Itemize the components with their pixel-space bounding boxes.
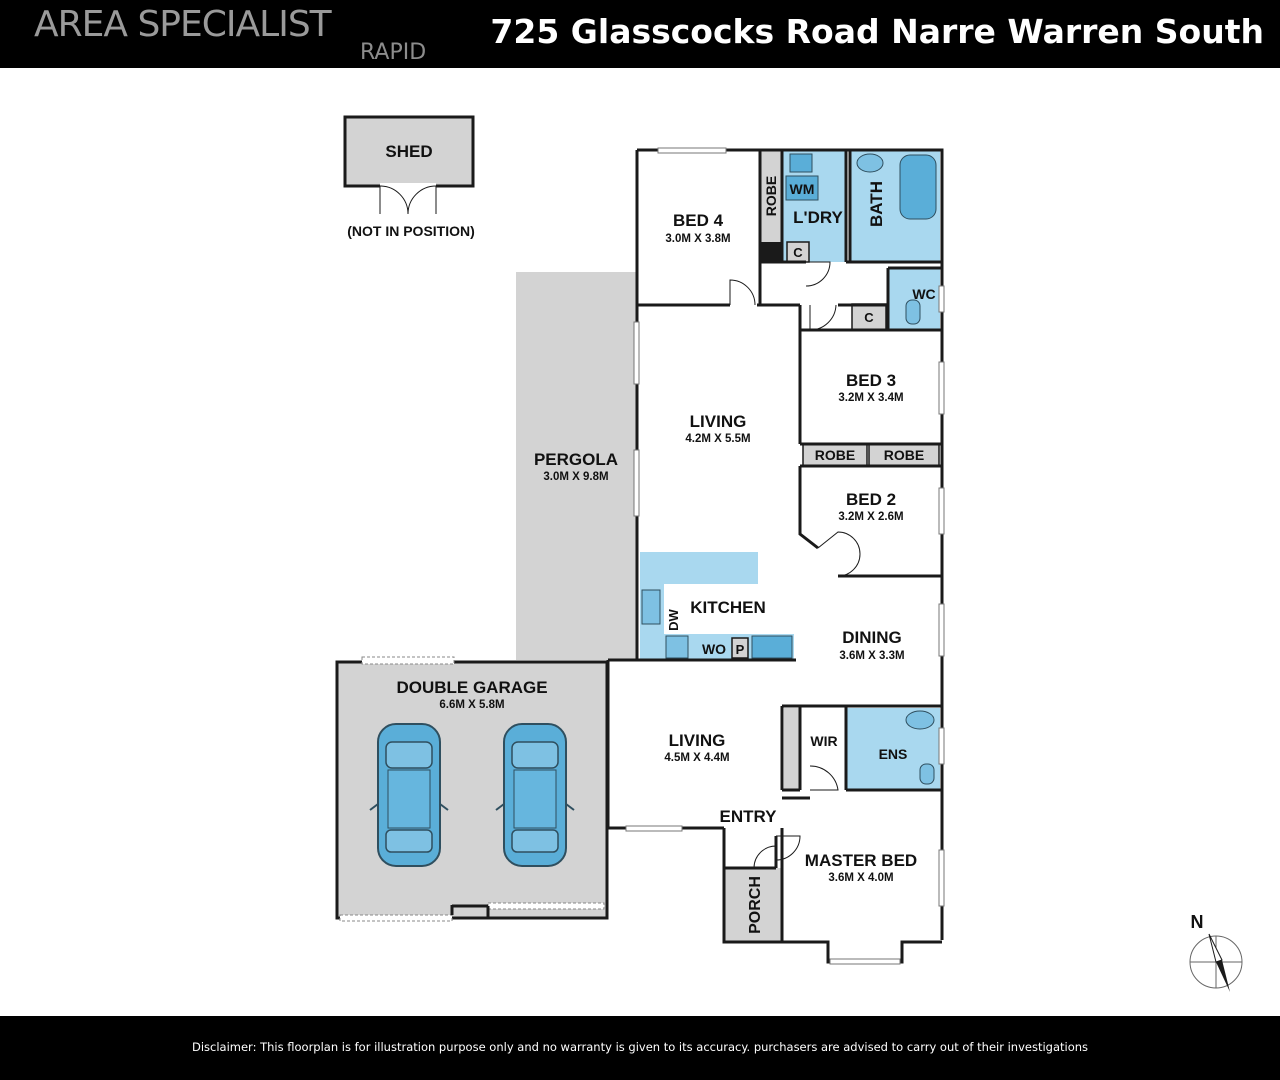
- kitchen-bench: [640, 552, 758, 584]
- kitchen-label: KITCHEN: [690, 598, 766, 617]
- car-right-icon: [495, 723, 575, 867]
- porch: [724, 868, 782, 942]
- compass-icon: N: [1189, 912, 1243, 992]
- ens-label: ENS: [879, 746, 908, 762]
- robe-bed4-label: ROBE: [763, 176, 779, 216]
- wir-label: WIR: [810, 733, 837, 749]
- wir: [784, 708, 800, 790]
- brand-subtitle: RAPID: [360, 40, 427, 65]
- master-bed-size: 3.6M X 4.0M: [828, 872, 893, 884]
- robe-right-label: ROBE: [884, 447, 924, 463]
- pergola-size: 3.0M X 9.8M: [543, 471, 608, 483]
- bed2-size: 3.2M X 2.6M: [838, 511, 903, 523]
- living-main-size: 4.2M X 5.5M: [685, 433, 750, 445]
- pantry-label: P: [736, 642, 745, 657]
- living-front-label: LIVING: [669, 731, 726, 750]
- shed-label: SHED: [385, 142, 432, 161]
- pergola: [516, 272, 636, 660]
- pantry: [731, 637, 749, 659]
- wo-label: WO: [702, 641, 726, 657]
- hall-cupboard-label: C: [864, 310, 874, 325]
- dining-label: DINING: [842, 628, 902, 647]
- bed4-size: 3.0M X 3.8M: [665, 233, 730, 245]
- bed4-label: BED 4: [673, 211, 724, 230]
- shed: [343, 115, 475, 188]
- brand-logo: AREA SPECIALIST: [34, 4, 332, 45]
- dw-label: DW: [666, 608, 681, 630]
- compass-label: N: [1191, 912, 1204, 932]
- robe-bed4: [760, 150, 782, 242]
- walls: [606, 148, 944, 964]
- shed-note: (NOT IN POSITION): [347, 223, 475, 239]
- bed3-size: 3.2M X 3.4M: [838, 392, 903, 404]
- footer-bar: Disclaimer: This floorplan is for illust…: [0, 1016, 1280, 1080]
- bath-label: BATH: [867, 181, 886, 227]
- wc-label: WC: [912, 286, 935, 302]
- master-bed-label: MASTER BED: [805, 851, 917, 870]
- garage-size: 6.6M X 5.8M: [439, 699, 504, 711]
- porch-label: PORCH: [747, 876, 764, 934]
- dining-size: 3.6M X 3.3M: [839, 650, 904, 662]
- robe-left-label: ROBE: [815, 447, 855, 463]
- laundry-label: L'DRY: [793, 208, 843, 227]
- car-left-icon: [369, 723, 449, 867]
- pergola-label: PERGOLA: [534, 450, 618, 469]
- disclaimer-text: Disclaimer: This floorplan is for illust…: [191, 1040, 1089, 1054]
- living-front-size: 4.5M X 4.4M: [664, 752, 729, 764]
- laundry-cupboard-label: C: [793, 245, 803, 260]
- bed3-label: BED 3: [846, 371, 896, 390]
- entry-label: ENTRY: [720, 807, 778, 826]
- wm-label: WM: [790, 181, 815, 197]
- bed2-label: BED 2: [846, 490, 896, 509]
- property-address: 725 Glasscocks Road Narre Warren South: [490, 12, 1264, 51]
- header-bar: AREA SPECIALIST RAPID 725 Glasscocks Roa…: [0, 0, 1280, 68]
- garage-label: DOUBLE GARAGE: [396, 678, 547, 697]
- wm-box: [785, 175, 819, 201]
- living-main-label: LIVING: [690, 412, 747, 431]
